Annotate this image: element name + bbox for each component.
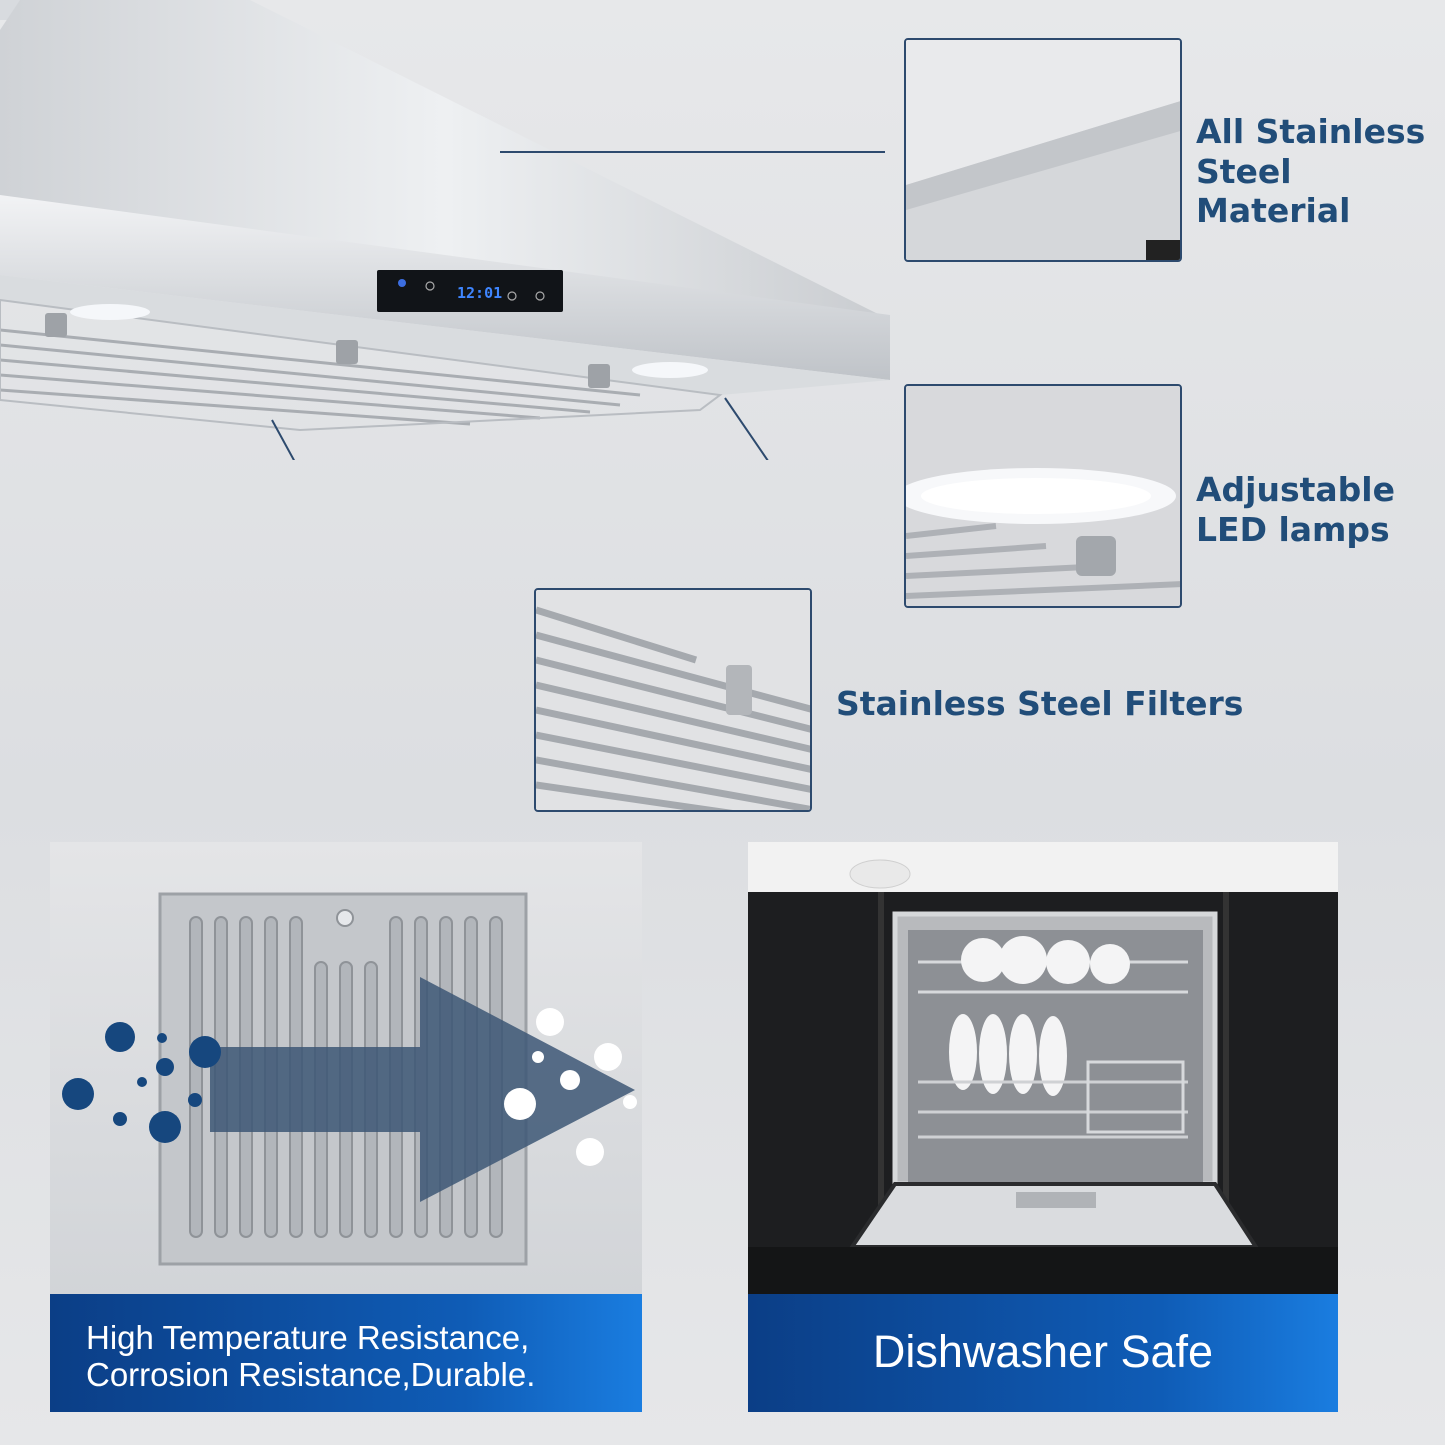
panel-dishwasher: Dishwasher Safe bbox=[748, 842, 1338, 1412]
airflow-arrow bbox=[210, 977, 635, 1202]
led-lamp bbox=[632, 362, 708, 378]
callout-steel-material-label: All Stainless Steel Material bbox=[1196, 112, 1426, 231]
power-icon bbox=[535, 291, 545, 301]
filter-illustration bbox=[62, 892, 637, 1266]
callout-filters-label: Stainless Steel Filters bbox=[836, 684, 1244, 723]
clean-air-particles bbox=[504, 1008, 637, 1166]
range-hood-illustration: 12:01 bbox=[0, 0, 890, 460]
callout-steel-material-image bbox=[904, 38, 1182, 262]
grease-filter-slats bbox=[0, 328, 641, 426]
panel-dishwasher-caption: Dishwasher Safe bbox=[872, 1326, 1214, 1377]
filter-knob bbox=[336, 909, 354, 927]
filter-knobs bbox=[45, 313, 610, 388]
hood-canopy bbox=[0, 0, 890, 320]
panel-filter-caption: High Temperature Resistance, Corrosion R… bbox=[86, 1319, 536, 1393]
cutlery-basket bbox=[1086, 1060, 1185, 1134]
dishwasher-illustration bbox=[748, 842, 1338, 1302]
display-time: 12:01 bbox=[457, 284, 502, 302]
callout-filters-image bbox=[534, 588, 812, 812]
bowl bbox=[849, 859, 911, 889]
callout-led-lamps-image bbox=[904, 384, 1182, 608]
fan-icon bbox=[398, 279, 406, 287]
lower-rack bbox=[918, 1080, 1188, 1139]
panel-filter-banner: High Temperature Resistance, Corrosion R… bbox=[50, 1294, 642, 1412]
panel-dishwasher-banner: Dishwasher Safe bbox=[748, 1294, 1338, 1412]
callout-led-lamps-label: Adjustable LED lamps bbox=[1196, 470, 1395, 549]
panel-filter: High Temperature Resistance, Corrosion R… bbox=[50, 842, 642, 1412]
plates bbox=[949, 936, 1130, 1096]
grease-particles bbox=[62, 1022, 221, 1143]
control-panel bbox=[377, 270, 563, 312]
led-lamp bbox=[70, 304, 150, 320]
